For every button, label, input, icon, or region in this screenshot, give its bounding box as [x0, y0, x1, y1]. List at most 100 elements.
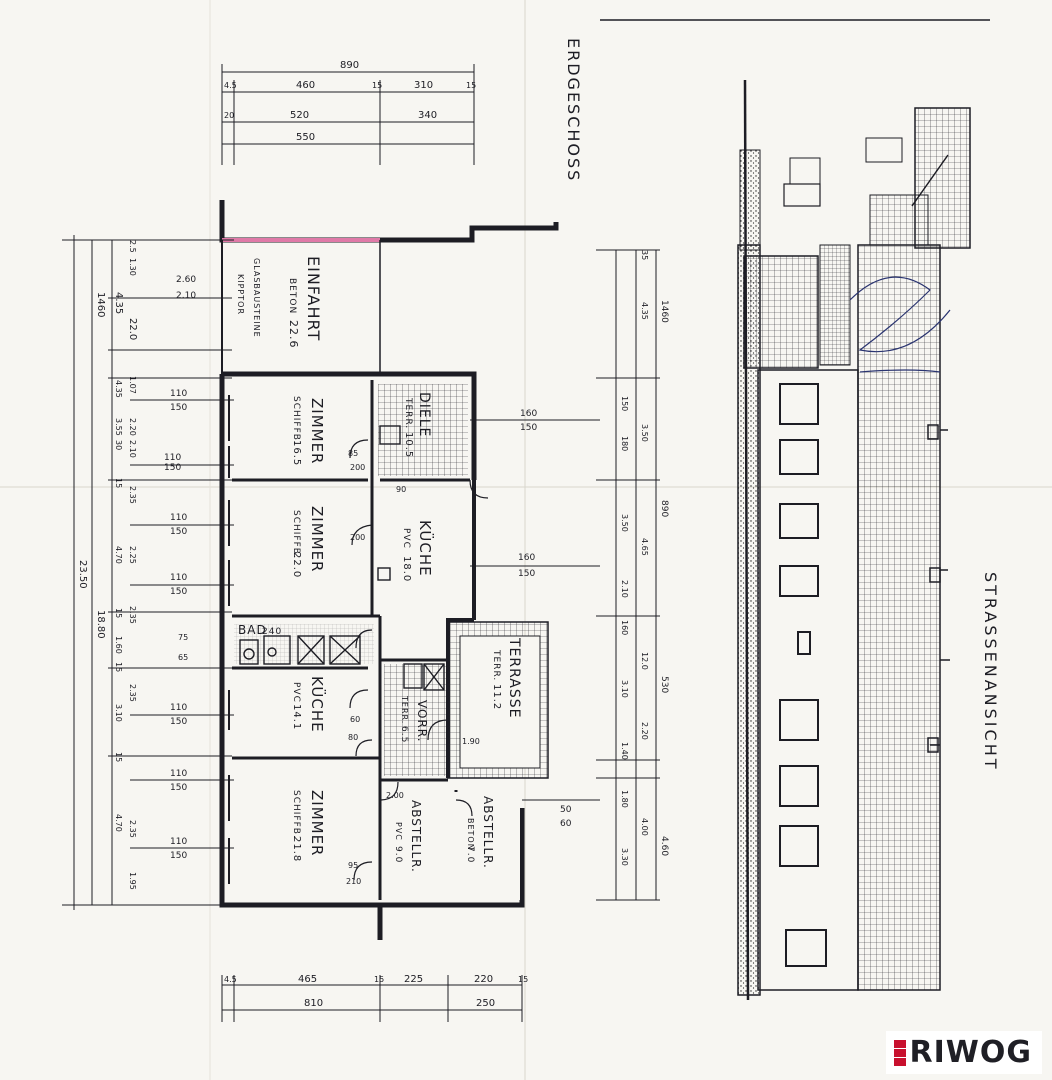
street-elevation: [600, 19, 990, 1001]
room-zimmer2-floor: SCHIFFB.: [291, 510, 301, 559]
dim-right-4: 150: [620, 396, 629, 411]
dim-top-340: 340: [418, 110, 437, 121]
dim-right-18: 4.00: [640, 818, 649, 836]
dim-misc-4: 150: [520, 423, 537, 433]
dim-door-2: 200: [350, 463, 365, 472]
dim-left-inner-1: 2.5: [128, 240, 137, 253]
dim-misc-3: 160: [520, 409, 537, 419]
dim-right-19: 3.30: [620, 848, 629, 866]
dim-misc-7: 160: [518, 553, 535, 563]
room-abstell1-area: 9.0: [393, 846, 403, 863]
title-strassenansicht: STRASSENANSICHT: [981, 572, 1000, 772]
dim-right-16: 1.40: [620, 742, 629, 760]
dim-top-45: 4.5: [224, 81, 237, 90]
note-glasbausteine: GLASBAUSTEINE: [252, 258, 261, 338]
room-abstell2-label: ABSTELLR.: [481, 796, 495, 869]
room-zimmer3-floor: SCHIFFB.: [291, 790, 301, 839]
dim-right-1: 1460: [659, 300, 669, 323]
dim-left-inner-4: 2.20: [128, 418, 137, 436]
room-zimmer3-label: ZIMMER: [308, 790, 326, 856]
dim-top-550: 550: [296, 132, 315, 143]
dim-bottom-45: 4.5: [224, 975, 237, 984]
dim-left-inner-13: 15: [114, 608, 123, 618]
dim-window-d: 150: [164, 463, 181, 473]
dim-left-inner-6: 1.07: [128, 376, 137, 394]
dim-door-1: 85: [348, 449, 358, 458]
dim-window-l: 150: [170, 783, 187, 793]
room-kueche2-floor: PVC: [291, 682, 301, 703]
dim-bottom-220: 220: [474, 974, 493, 985]
ground-floor-plan: [62, 64, 660, 1022]
dim-window-m: 110: [170, 837, 187, 847]
dim-top-520: 520: [290, 110, 309, 121]
dim-right-15: 2.20: [640, 722, 649, 740]
room-bad-label: BAD: [238, 623, 267, 637]
dim-right-12: 160: [620, 620, 629, 635]
dim-door-3: 90: [396, 485, 406, 494]
dim-left-inner-15: 2.35: [128, 606, 137, 624]
dim-misc-10: 2.00: [386, 791, 404, 800]
dim-window-g: 110: [170, 573, 187, 583]
dim-right-14: 3.10: [620, 680, 629, 698]
dimension-labels: 890 460 310 520 340 550 4.5 15 15 20 4.5…: [77, 60, 669, 1009]
dim-top-total: 890: [340, 60, 359, 71]
room-kueche1-floor: PVC: [401, 528, 411, 549]
dim-left-1460: 1460: [95, 292, 106, 317]
dim-right-11: 530: [659, 676, 669, 693]
dim-left-1880: 18.80: [95, 610, 106, 639]
room-zimmer3-area: 21.8: [291, 836, 302, 862]
dim-bottom-15a: 15: [374, 975, 384, 984]
dim-left-inner-8: 2.10: [128, 440, 137, 458]
dim-window-h: 150: [170, 587, 187, 597]
dim-door-8: 210: [346, 877, 361, 886]
dim-misc-6: 60: [560, 819, 572, 829]
dim-right-20: 4.60: [659, 836, 669, 856]
room-diele-floor: TERR.: [403, 397, 413, 429]
dim-bottom-250: 250: [476, 998, 495, 1009]
dim-door-6: 65: [178, 653, 188, 662]
room-vorr-area: 6.5: [399, 726, 409, 743]
dim-left-inner-18: 2.35: [128, 684, 137, 702]
riwog-logo-text: RIWOG: [909, 1035, 1032, 1070]
room-kueche1-label: KÜCHE: [416, 520, 435, 577]
dim-left-inner-17: 3.10: [114, 704, 123, 722]
dim-left-inner-19: 15: [114, 752, 123, 762]
room-kueche2-label: KÜCHE: [308, 676, 327, 733]
dim-top-460: 460: [296, 80, 315, 91]
dim-right-17: 1.80: [620, 790, 629, 808]
dim-left-inner-2: 1.30: [128, 258, 137, 276]
room-abstell2-floor: BETON: [466, 818, 475, 851]
dim-right-13: 12.0: [640, 652, 649, 670]
dim-left-inner-20: 4.70: [114, 814, 123, 832]
dim-window-b: 150: [170, 403, 187, 413]
riwog-logo: RIWOG: [885, 1031, 1042, 1074]
room-kueche1-area: 18.0: [401, 556, 412, 582]
dim-window-j: 150: [170, 717, 187, 727]
dim-right-3: 35: [640, 250, 649, 260]
room-bad-height: 240: [262, 627, 282, 637]
dim-misc-1: 2.60: [176, 275, 196, 285]
room-zimmer2-area: 22.0: [291, 552, 302, 578]
room-vorr-label: VORR.: [415, 700, 429, 743]
dim-left-inner-3: 4.35: [114, 380, 123, 398]
dim-bottom-225: 225: [404, 974, 423, 985]
dim-window-a: 110: [170, 389, 187, 399]
room-zimmer1-floor: SCHIFFB.: [291, 396, 301, 445]
dim-top-20: 20: [224, 111, 234, 120]
dim-bottom-15b: 15: [518, 975, 528, 984]
room-einfahrt-area: 22.6: [287, 320, 300, 349]
room-kueche2-area: 14.1: [291, 704, 302, 730]
dim-top-310: 310: [414, 80, 433, 91]
dim-window-k: 110: [170, 769, 187, 779]
note-kipptor: KIPPTOR: [236, 274, 245, 315]
room-terrasse-floor: TERR.: [491, 649, 501, 681]
dim-misc-8: 150: [518, 569, 535, 579]
dim-door-4: 80: [348, 733, 358, 742]
dim-left-inner-12: 2.25: [128, 546, 137, 564]
room-einfahrt-floor: BETON: [287, 278, 297, 314]
dim-door-5: 75: [178, 633, 188, 642]
room-zimmer2-label: ZIMMER: [308, 506, 326, 572]
dim-window-i: 110: [170, 703, 187, 713]
dim-left-inner-21: 2.35: [128, 820, 137, 838]
